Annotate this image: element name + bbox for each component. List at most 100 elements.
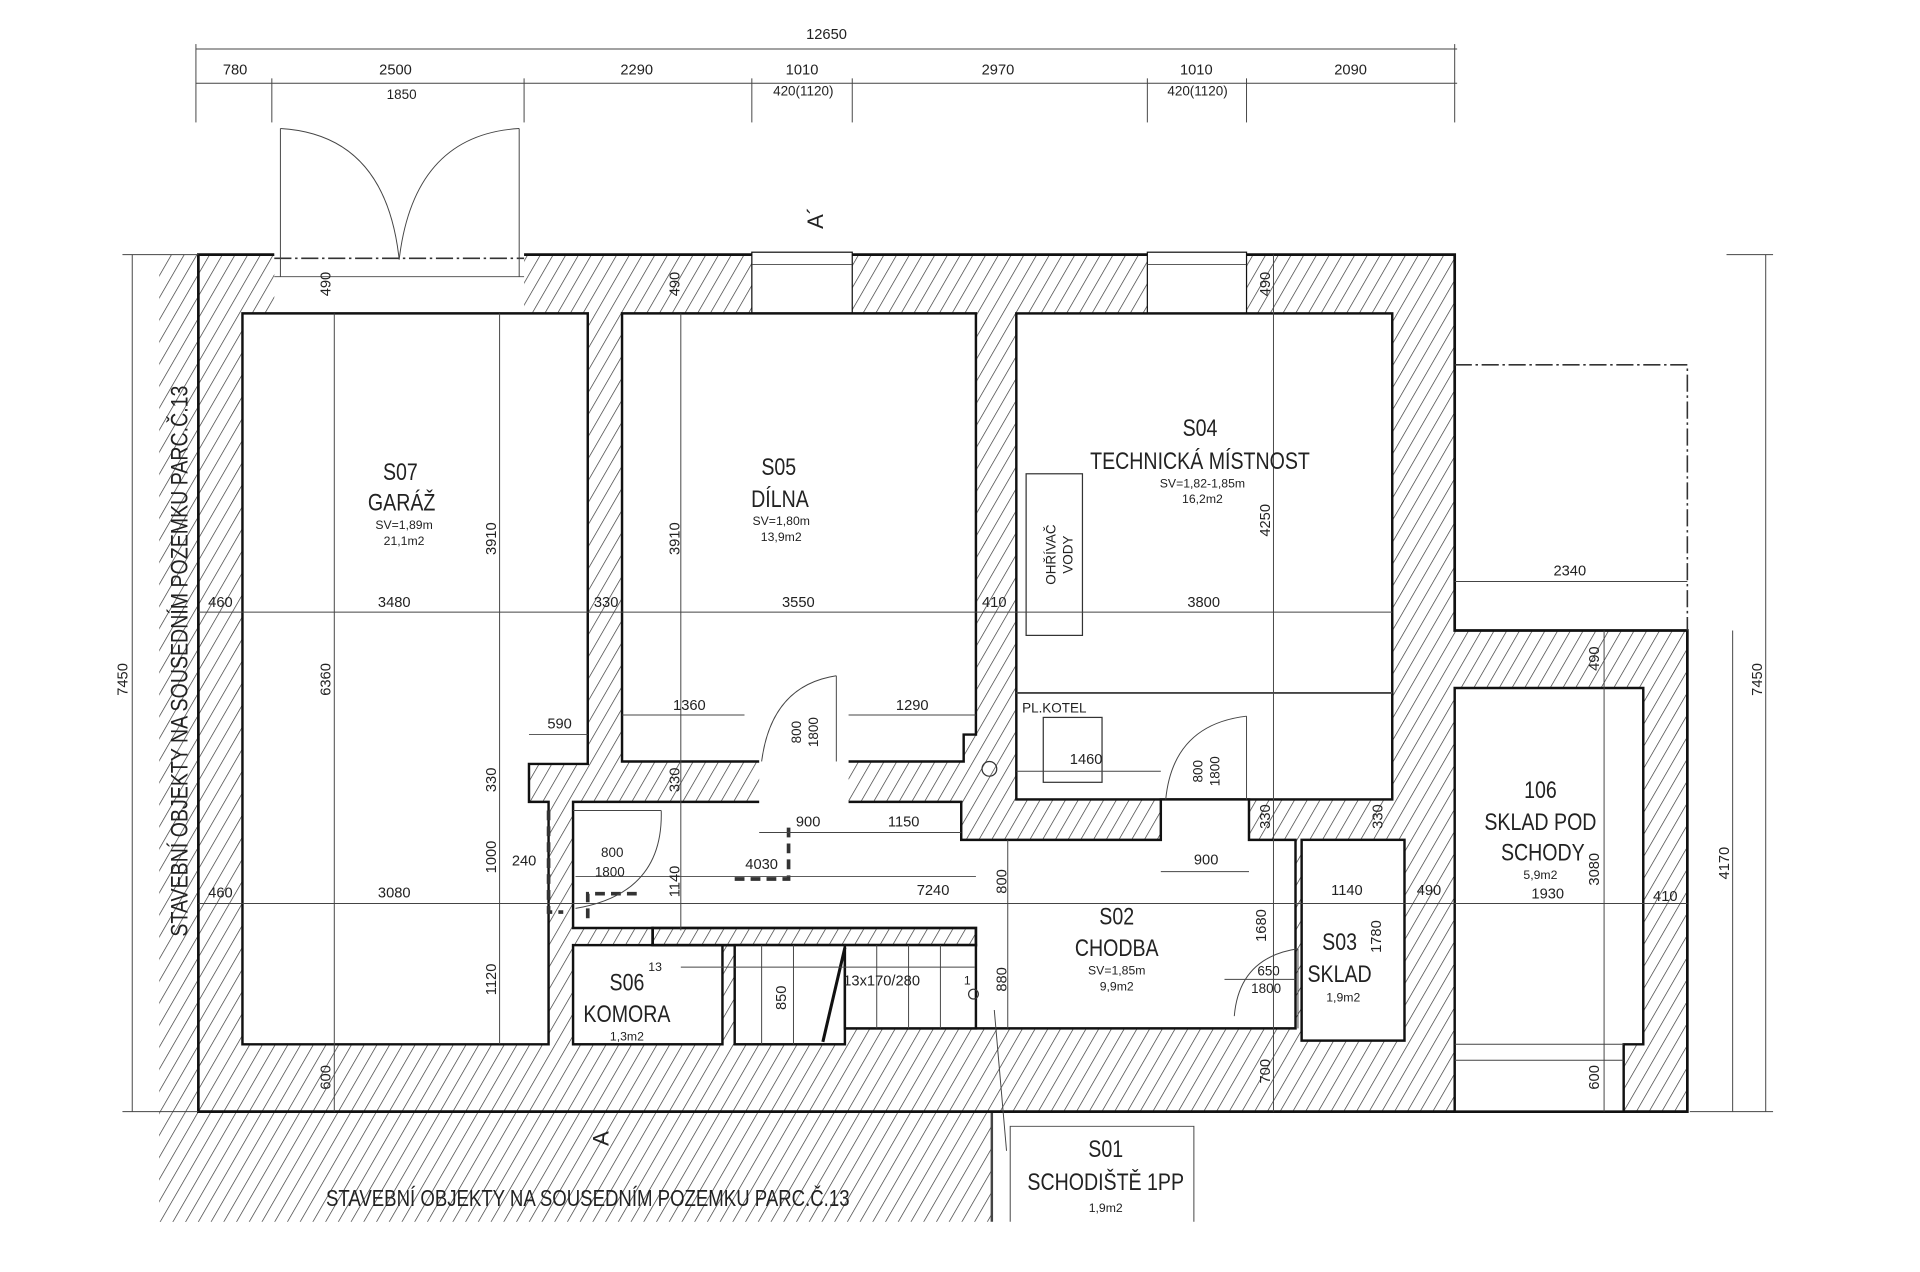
dimension-label-d330b: 330	[668, 768, 684, 793]
dimension-label-d800d: 800	[601, 845, 623, 860]
rooms-s03-area-label: 1,9m2	[1326, 990, 1360, 1004]
equipment-water-heater-2-label: VODY	[1061, 536, 1076, 574]
neighbor-parcel-bottom	[159, 1111, 992, 1222]
section-top-label: A´	[803, 207, 828, 229]
overhead-line	[734, 822, 791, 881]
dimension-label-d1290: 1290	[896, 698, 929, 714]
rooms-r106-code-label: 106	[1524, 776, 1557, 804]
dimension-label-d3910a: 3910	[484, 522, 500, 555]
dimension-label-d590: 590	[547, 716, 572, 732]
boiler	[1042, 716, 1103, 783]
water-heater	[1025, 473, 1084, 636]
neighbor-note-label: STAVEBNÍ OBJEKTY NA SOUSEDNÍM POZEMKU PA…	[326, 1186, 850, 1211]
dimension-label-4: 1010	[786, 63, 819, 79]
dimension-label-d1800e: 1800	[1251, 981, 1281, 996]
room-s04-technicka	[1015, 312, 1394, 801]
dimension-label-d700: 700	[1258, 1059, 1274, 1084]
rooms-s03-name-label: SKLAD	[1307, 960, 1371, 988]
equipment-boiler-label: PL.KOTEL	[1022, 701, 1087, 716]
upper-floor-outline	[1454, 364, 1689, 631]
neighbor-note-label: STAVEBNÍ OBJEKTY NA SOUSEDNÍM POZEMKU PA…	[165, 386, 193, 937]
dimension-label-d7240: 7240	[917, 883, 950, 899]
dimension-label-d7450r: 7450	[1750, 663, 1766, 696]
dimension-label-d900a: 900	[796, 814, 821, 830]
staircase	[680, 943, 979, 1046]
door-dilna	[761, 675, 837, 762]
room-s06-komora	[571, 943, 724, 1046]
stairs-spec-label: 13x170/280	[843, 974, 920, 990]
stairs-step-last-label: 13	[648, 960, 662, 974]
dimension-label-d800c: 800	[995, 869, 1011, 894]
dimension-label-d650: 650	[1257, 964, 1279, 979]
dimension-label-d800b: 800	[1190, 760, 1205, 782]
room-s05-dilna	[620, 312, 978, 763]
dimension-label-6: 1010	[1180, 63, 1213, 79]
dimension-label-d460a: 460	[208, 595, 233, 611]
rooms-s01-area-label: 1,9m2	[1089, 1201, 1123, 1215]
dimension-label-d1000: 1000	[484, 841, 500, 874]
dimension-label-d850: 850	[774, 986, 790, 1011]
dimension-label-d6360: 6360	[319, 663, 335, 696]
dimension-label-d490e: 490	[1417, 883, 1442, 899]
dimension-lines	[122, 44, 1774, 1151]
dimension-label-d1360: 1360	[673, 698, 706, 714]
dimension-label-d410a: 410	[982, 595, 1007, 611]
rooms-s07-area-label: 21,1m2	[384, 534, 425, 548]
door-technicka	[1165, 715, 1248, 800]
dimension-label-d1800a: 1800	[806, 717, 821, 747]
garage-double-door	[279, 128, 520, 277]
dimension-label-d900b: 900	[1194, 852, 1219, 868]
s01-outline	[1009, 1125, 1195, 1222]
dimension-label-d410b: 410	[1653, 889, 1678, 905]
door-opening-dilna	[759, 759, 849, 805]
stair-block	[651, 926, 978, 947]
rooms-s04-name-label: TECHNICKÁ MÍSTNOST	[1090, 447, 1310, 475]
section-bottom-label: A	[589, 1131, 614, 1146]
dimension-label-d1150: 1150	[888, 814, 920, 830]
dimension-label-width: 12650	[806, 27, 847, 43]
rooms-s02-height-label: SV=1,85m	[1088, 964, 1145, 978]
rooms-s06-name-label: KOMORA	[583, 1000, 670, 1028]
dimension-label-door: 1850	[387, 87, 417, 102]
dimension-label-d3550: 3550	[782, 595, 815, 611]
rooms-s01-name-label: SCHODIŠTĚ 1PP	[1027, 1168, 1184, 1196]
drain-symbol	[981, 760, 998, 777]
dimension-label-d490a: 490	[319, 272, 335, 297]
dimension-label-d1680: 1680	[1254, 909, 1270, 942]
dimension-label-d1930: 1930	[1531, 887, 1564, 903]
dimension-label-window: 420(1120)	[773, 83, 833, 98]
dimension-label-d1120: 1120	[484, 964, 500, 996]
rooms-r106-area-label: 5,9m2	[1523, 868, 1557, 882]
dimension-label-d490b: 490	[668, 272, 684, 297]
garage-door-opening	[274, 252, 525, 314]
rooms-s06-area-label: 1,3m2	[610, 1030, 644, 1044]
rooms-s05-name-label: DÍLNA	[751, 485, 809, 513]
dimension-label-d800a: 800	[789, 721, 804, 743]
room-s03-sklad	[1300, 838, 1406, 1042]
dimension-label-d7450l: 7450	[115, 663, 131, 696]
dimension-label-d490c: 490	[1258, 272, 1274, 297]
dimension-label-d4250: 4250	[1258, 504, 1274, 537]
dimension-label-1: 780	[223, 63, 248, 79]
dimension-label-d1140v: 1140	[668, 866, 684, 898]
dimension-label-d330c: 330	[1258, 804, 1274, 829]
rooms-s04-height-label: SV=1,82-1,85m	[1160, 476, 1245, 490]
dimension-label-d2340: 2340	[1553, 563, 1586, 579]
rooms-s07-name-label: GARÁŽ	[368, 488, 435, 516]
dimension-label-d1460: 1460	[1070, 752, 1103, 768]
dimension-label-d3080v: 3080	[1587, 853, 1603, 886]
rooms-s01-code-label: S01	[1088, 1135, 1123, 1163]
dimension-label-d4170: 4170	[1717, 847, 1733, 880]
rooms-s07-code-label: S07	[383, 458, 418, 486]
rooms-s02-code-label: S02	[1099, 902, 1134, 930]
dimension-label-d3480: 3480	[378, 595, 411, 611]
dimension-label-d3800: 3800	[1187, 595, 1220, 611]
dimension-label-d880: 880	[995, 967, 1011, 992]
dimension-label-7: 2090	[1334, 63, 1367, 79]
rooms-s05-area-label: 13,9m2	[761, 530, 802, 544]
dimension-label-d490d: 490	[1587, 646, 1603, 671]
dimension-label-window: 420(1120)	[1167, 83, 1227, 98]
rooms-r106-name2-label: SCHODY	[1501, 839, 1585, 867]
rooms-s02-area-label: 9,9m2	[1100, 979, 1134, 993]
